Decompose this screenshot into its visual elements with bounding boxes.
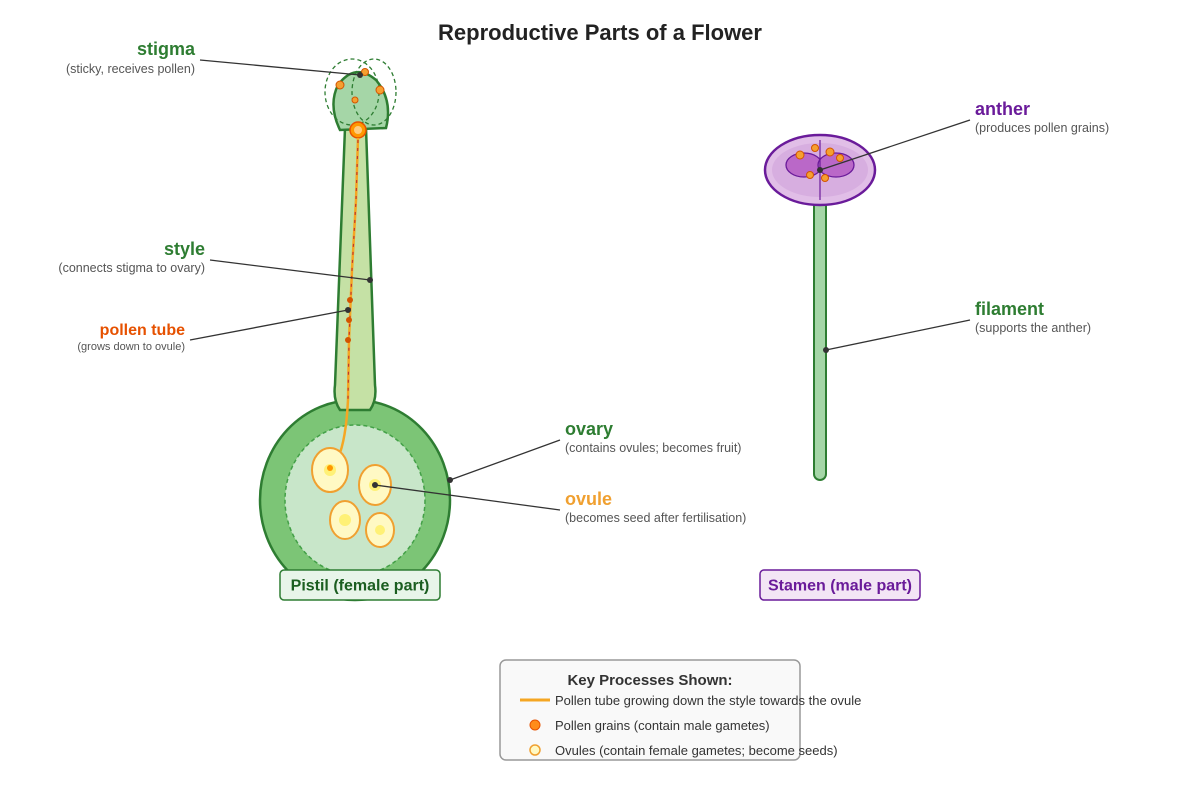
pollen-grain [811, 144, 819, 152]
legend-title: Key Processes Shown: [567, 672, 732, 689]
ovule-leader [374, 484, 561, 511]
filament-shape [813, 199, 827, 481]
ovule-nucleus [339, 514, 351, 526]
diagram-title: Reproductive Parts of a Flower [438, 20, 762, 45]
ovule-nucleus [375, 525, 385, 535]
ovary-name: ovary [565, 419, 613, 439]
stamen-label-box: Stamen (male part) [759, 569, 921, 601]
style-leader [209, 259, 371, 281]
pollen-grain [361, 68, 369, 76]
ovary-desc: (contains ovules; becomes fruit) [565, 441, 741, 455]
stigma-shape [332, 71, 390, 132]
orange-dot-icon [529, 719, 541, 731]
pistil-label-box: Pistil (female part) [279, 569, 441, 601]
pollen-tube-nuclei-track [347, 139, 359, 401]
anther-leader-dot [817, 167, 823, 173]
stigma-outline-right [351, 58, 397, 126]
ovule-name: ovule [565, 489, 612, 509]
legend-item-text: Ovules (contain female gametes; become s… [555, 743, 838, 758]
ovule-fertilised-point [327, 465, 333, 471]
pollen-grain [351, 96, 359, 104]
filament-leader-dot [823, 347, 829, 353]
ovary-leader-dot [447, 477, 453, 483]
pollen-grain [836, 154, 844, 162]
style-name: style [164, 239, 205, 259]
label-pollen-tube: pollen tube (grows down to ovule) [77, 322, 185, 353]
label-filament: filament (supports the anther) [975, 299, 1091, 335]
filament-desc: (supports the anther) [975, 321, 1091, 335]
sperm-nucleus [346, 317, 352, 323]
pollen-grain [375, 85, 385, 95]
label-anther: anther (produces pollen grains) [975, 99, 1109, 135]
legend-item-text: Pollen tube growing down the style towar… [555, 693, 861, 708]
stigma-name: stigma [137, 39, 196, 59]
ovule-desc: (becomes seed after fertilisation) [565, 511, 746, 525]
anther-leader [819, 119, 971, 171]
legend: Key Processes Shown: Pollen tube growing… [499, 659, 861, 761]
pistil-drawing [258, 58, 452, 602]
pollen-tube-leader-dot [345, 307, 351, 313]
style-shape [333, 126, 377, 412]
sperm-nucleus [345, 337, 351, 343]
legend-box [499, 659, 801, 761]
germinating-pollen-core [354, 126, 362, 134]
anther-name: anther [975, 99, 1030, 119]
stigma-leader-dot [357, 72, 363, 78]
anther-desc: (produces pollen grains) [975, 121, 1109, 135]
leader-lines [189, 59, 971, 511]
ovary-leader [449, 439, 561, 481]
pollen-tube-leader [189, 309, 349, 341]
pollen-grain [795, 150, 805, 160]
ovule-leader-dot [372, 482, 378, 488]
style-desc: (connects stigma to ovary) [58, 261, 205, 275]
yellow-circle-icon [529, 744, 541, 756]
stigma-desc: (sticky, receives pollen) [66, 62, 195, 76]
pollen-grain [825, 147, 835, 157]
stigma-leader [199, 59, 361, 76]
ovary-cavity [284, 424, 426, 576]
pollen-tube-desc: (grows down to ovule) [77, 341, 185, 353]
label-stigma: stigma (sticky, receives pollen) [66, 39, 196, 76]
sperm-nucleus [347, 297, 353, 303]
stamen-label: Stamen (male part) [768, 578, 912, 595]
label-style: style (connects stigma to ovary) [58, 239, 205, 275]
pollen-grain [806, 171, 814, 179]
legend-item-text: Pollen grains (contain male gametes) [555, 718, 770, 733]
pollen-grain [821, 174, 829, 182]
stamen-drawing [763, 133, 877, 481]
pistil-label: Pistil (female part) [291, 578, 430, 595]
filament-leader [825, 319, 971, 351]
label-ovary: ovary (contains ovules; becomes fruit) [565, 419, 741, 455]
filament-name: filament [975, 299, 1044, 319]
pollen-tube-name: pollen tube [100, 322, 185, 339]
style-leader-dot [367, 277, 373, 283]
pollen-grain [335, 80, 345, 90]
label-ovule: ovule (becomes seed after fertilisation) [565, 489, 746, 525]
